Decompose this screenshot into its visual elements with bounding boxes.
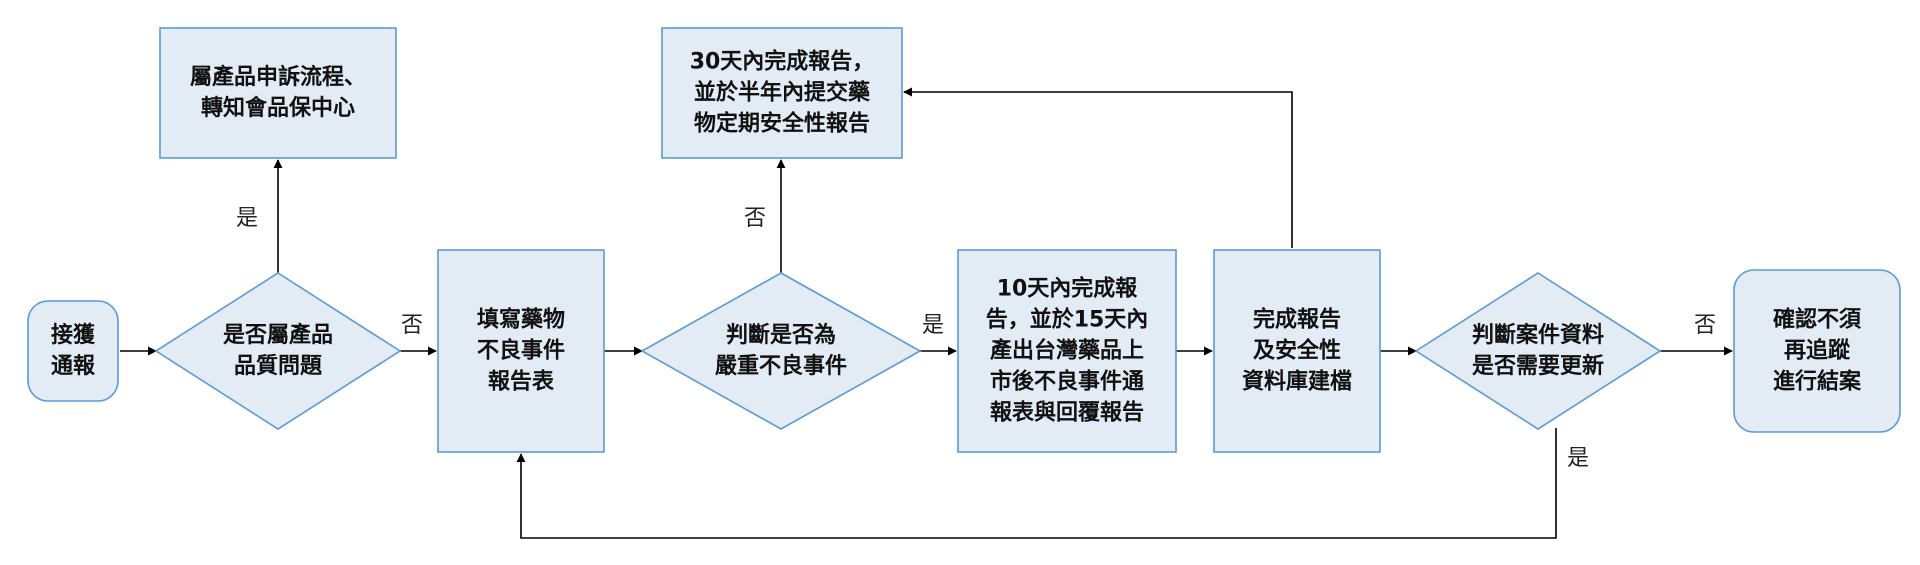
node-close-shape xyxy=(1733,269,1901,433)
node-severe-question-shape xyxy=(640,272,922,430)
node-label-line: 轉知會品保中心 xyxy=(201,95,355,121)
node-label-line: 接獲 xyxy=(51,322,96,348)
node-label-line: 10天內完成報 xyxy=(997,276,1139,302)
node-label-line: 30天內完成報告， xyxy=(690,49,875,75)
node-fill-form-label: 填寫藥物不良事件報告表 xyxy=(477,307,565,395)
node-close-label: 確認不須再追蹤進行結案 xyxy=(1773,307,1862,395)
node-severe-question-label: 判斷是否為嚴重不良事件 xyxy=(715,322,847,379)
node-report-30: 30天內完成報告， 並於半年內提交藥物定期安全性報告 xyxy=(661,27,903,159)
node-label-line: 產出台灣藥品上 xyxy=(990,338,1144,364)
node-label-line: 再追蹤 xyxy=(1784,338,1851,364)
edge-label-quality-no: 否 xyxy=(401,313,423,338)
node-receive: 接獲通報 xyxy=(27,300,119,402)
node-label-line: 通報 xyxy=(51,353,96,379)
node-label-line: 是否需要更新 xyxy=(1472,353,1604,379)
node-database-label: 完成報告及安全性資料庫建檔 xyxy=(1242,307,1352,395)
node-update-question: 判斷案件資料是否需要更新 xyxy=(1414,272,1662,430)
node-label-line: 並於半年內提交藥 xyxy=(694,80,871,106)
node-quality-question-label: 是否屬產品品質問題 xyxy=(223,322,333,379)
node-label-line: 是否屬產品 xyxy=(223,322,333,348)
node-report-10-label: 10天內完成報告，並於15天內產出台灣藥品上市後不良事件通報表與回覆報告 xyxy=(986,276,1149,426)
edges xyxy=(120,87,1733,539)
node-label-line: 判斷是否為 xyxy=(726,322,836,348)
edge-label-severe-no: 否 xyxy=(744,206,766,231)
node-receive-label: 接獲通報 xyxy=(51,322,96,379)
edge-label-severe-yes: 是 xyxy=(922,313,944,338)
node-label-line: 報告表 xyxy=(488,369,555,395)
node-quality-question-shape xyxy=(154,272,402,430)
node-label-line: 嚴重不良事件 xyxy=(715,353,847,379)
node-close: 確認不須再追蹤進行結案 xyxy=(1733,269,1901,433)
node-update-question-shape xyxy=(1414,272,1662,430)
node-label-line: 告，並於15天內 xyxy=(986,307,1149,333)
node-severe-question: 判斷是否為嚴重不良事件 xyxy=(640,272,922,430)
node-database-shape xyxy=(1213,249,1381,453)
node-label-line: 資料庫建檔 xyxy=(1242,369,1352,395)
edge-update-to-fill-form xyxy=(516,428,1557,539)
node-label-line: 進行結案 xyxy=(1773,369,1862,395)
node-update-question-label: 判斷案件資料是否需要更新 xyxy=(1472,322,1604,379)
node-label-line: 填寫藥物 xyxy=(477,307,565,333)
node-label-line: 市後不良事件通 xyxy=(990,369,1144,395)
node-label-line: 不良事件 xyxy=(477,338,565,364)
edge-labels: 是 否 否 是 否 是 xyxy=(236,206,1716,471)
node-database: 完成報告及安全性資料庫建檔 xyxy=(1213,249,1381,453)
node-report-10: 10天內完成報告，並於15天內產出台灣藥品上市後不良事件通報表與回覆報告 xyxy=(957,249,1177,453)
edge-label-quality-yes: 是 xyxy=(236,206,258,231)
edge-database-to-report-30 xyxy=(903,87,1293,248)
node-report-30-shape xyxy=(661,27,903,159)
node-label-line: 報表與回覆報告 xyxy=(990,400,1144,426)
node-fill-form: 填寫藥物不良事件報告表 xyxy=(437,249,605,453)
edge-label-update-yes: 是 xyxy=(1567,446,1589,471)
node-label-line: 屬產品申訴流程、 xyxy=(190,64,366,90)
node-label-line: 確認不須 xyxy=(1773,307,1862,333)
node-complaint: 屬產品申訴流程、轉知會品保中心 xyxy=(159,27,397,159)
node-label-line: 完成報告 xyxy=(1253,307,1341,333)
node-label-line: 判斷案件資料 xyxy=(1472,322,1604,348)
node-report-10-shape xyxy=(957,249,1177,453)
node-complaint-label: 屬產品申訴流程、轉知會品保中心 xyxy=(190,64,366,121)
node-label-line: 品質問題 xyxy=(234,354,323,379)
node-quality-question: 是否屬產品品質問題 xyxy=(154,272,402,430)
node-label-line: 物定期安全性報告 xyxy=(694,111,870,137)
node-receive-shape xyxy=(27,300,119,402)
node-complaint-shape xyxy=(159,27,397,159)
node-fill-form-shape xyxy=(437,249,605,453)
edge-label-update-no: 否 xyxy=(1694,313,1716,338)
node-report-30-label: 30天內完成報告， 並於半年內提交藥物定期安全性報告 xyxy=(690,49,875,137)
node-label-line: 及安全性 xyxy=(1253,338,1341,364)
